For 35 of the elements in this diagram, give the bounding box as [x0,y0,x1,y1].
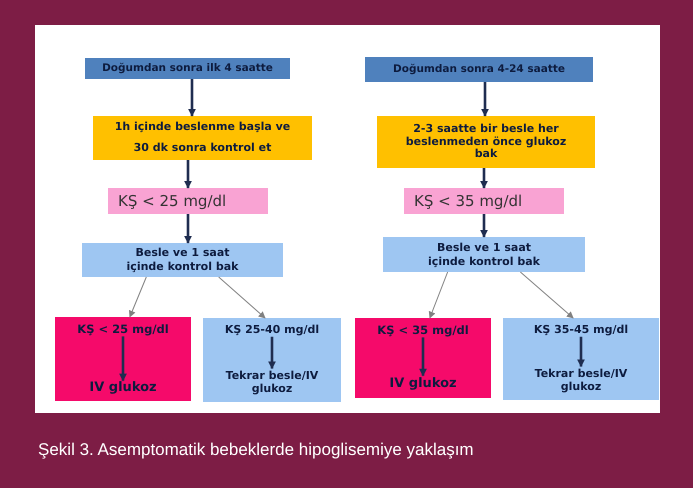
box-text: KŞ 35-45 mg/dl [534,323,628,337]
process-box [203,318,341,402]
arrow [268,336,276,370]
box-text: IV glukoz [89,380,157,395]
box-text: Tekrar besle/IV glukoz [209,368,335,396]
arrow [419,337,427,377]
box-text: Tekrar besle/IV glukoz [526,366,636,394]
box-text: 1h içinde beslenme başla ve 30 dk sonra kontrol et [114,119,292,156]
process-box [503,318,659,400]
arrow [577,336,585,368]
process-box [55,317,191,401]
arrow [184,214,192,244]
box-text: Doğumdan sonra 4-24 saatte [393,62,565,76]
box-text: 2-3 saatte bir besle her beslenmeden önce glukoz bak [404,123,568,161]
process-box [355,318,491,398]
arrow [218,276,266,318]
box-text: KŞ < 25 mg/dl [118,192,226,210]
box-text: KŞ < 25 mg/dl [77,322,169,336]
arrow [188,79,196,117]
arrow [184,160,192,189]
box-text: KŞ < 35 mg/dl [377,323,469,338]
arrow [428,272,448,319]
arrow [481,82,489,117]
box-text: Besle ve 1 saat içinde kontrol bak [427,240,541,268]
box-text: KŞ < 35 mg/dl [414,192,522,210]
figure-caption: Şekil 3. Asemptomatik bebeklerde hipoglisemiye yaklaşım [38,440,474,460]
arrow [480,214,488,238]
arrow [480,168,488,189]
box-text: Doğumdan sonra ilk 4 saatte [102,62,273,76]
arrow [119,336,127,382]
box-text: KŞ 25-40 mg/dl [224,323,320,337]
box-text: IV glukoz [389,376,457,392]
arrow [128,276,147,318]
arrow [520,272,574,318]
box-text: Besle ve 1 saat içinde kontrol bak [126,246,240,274]
